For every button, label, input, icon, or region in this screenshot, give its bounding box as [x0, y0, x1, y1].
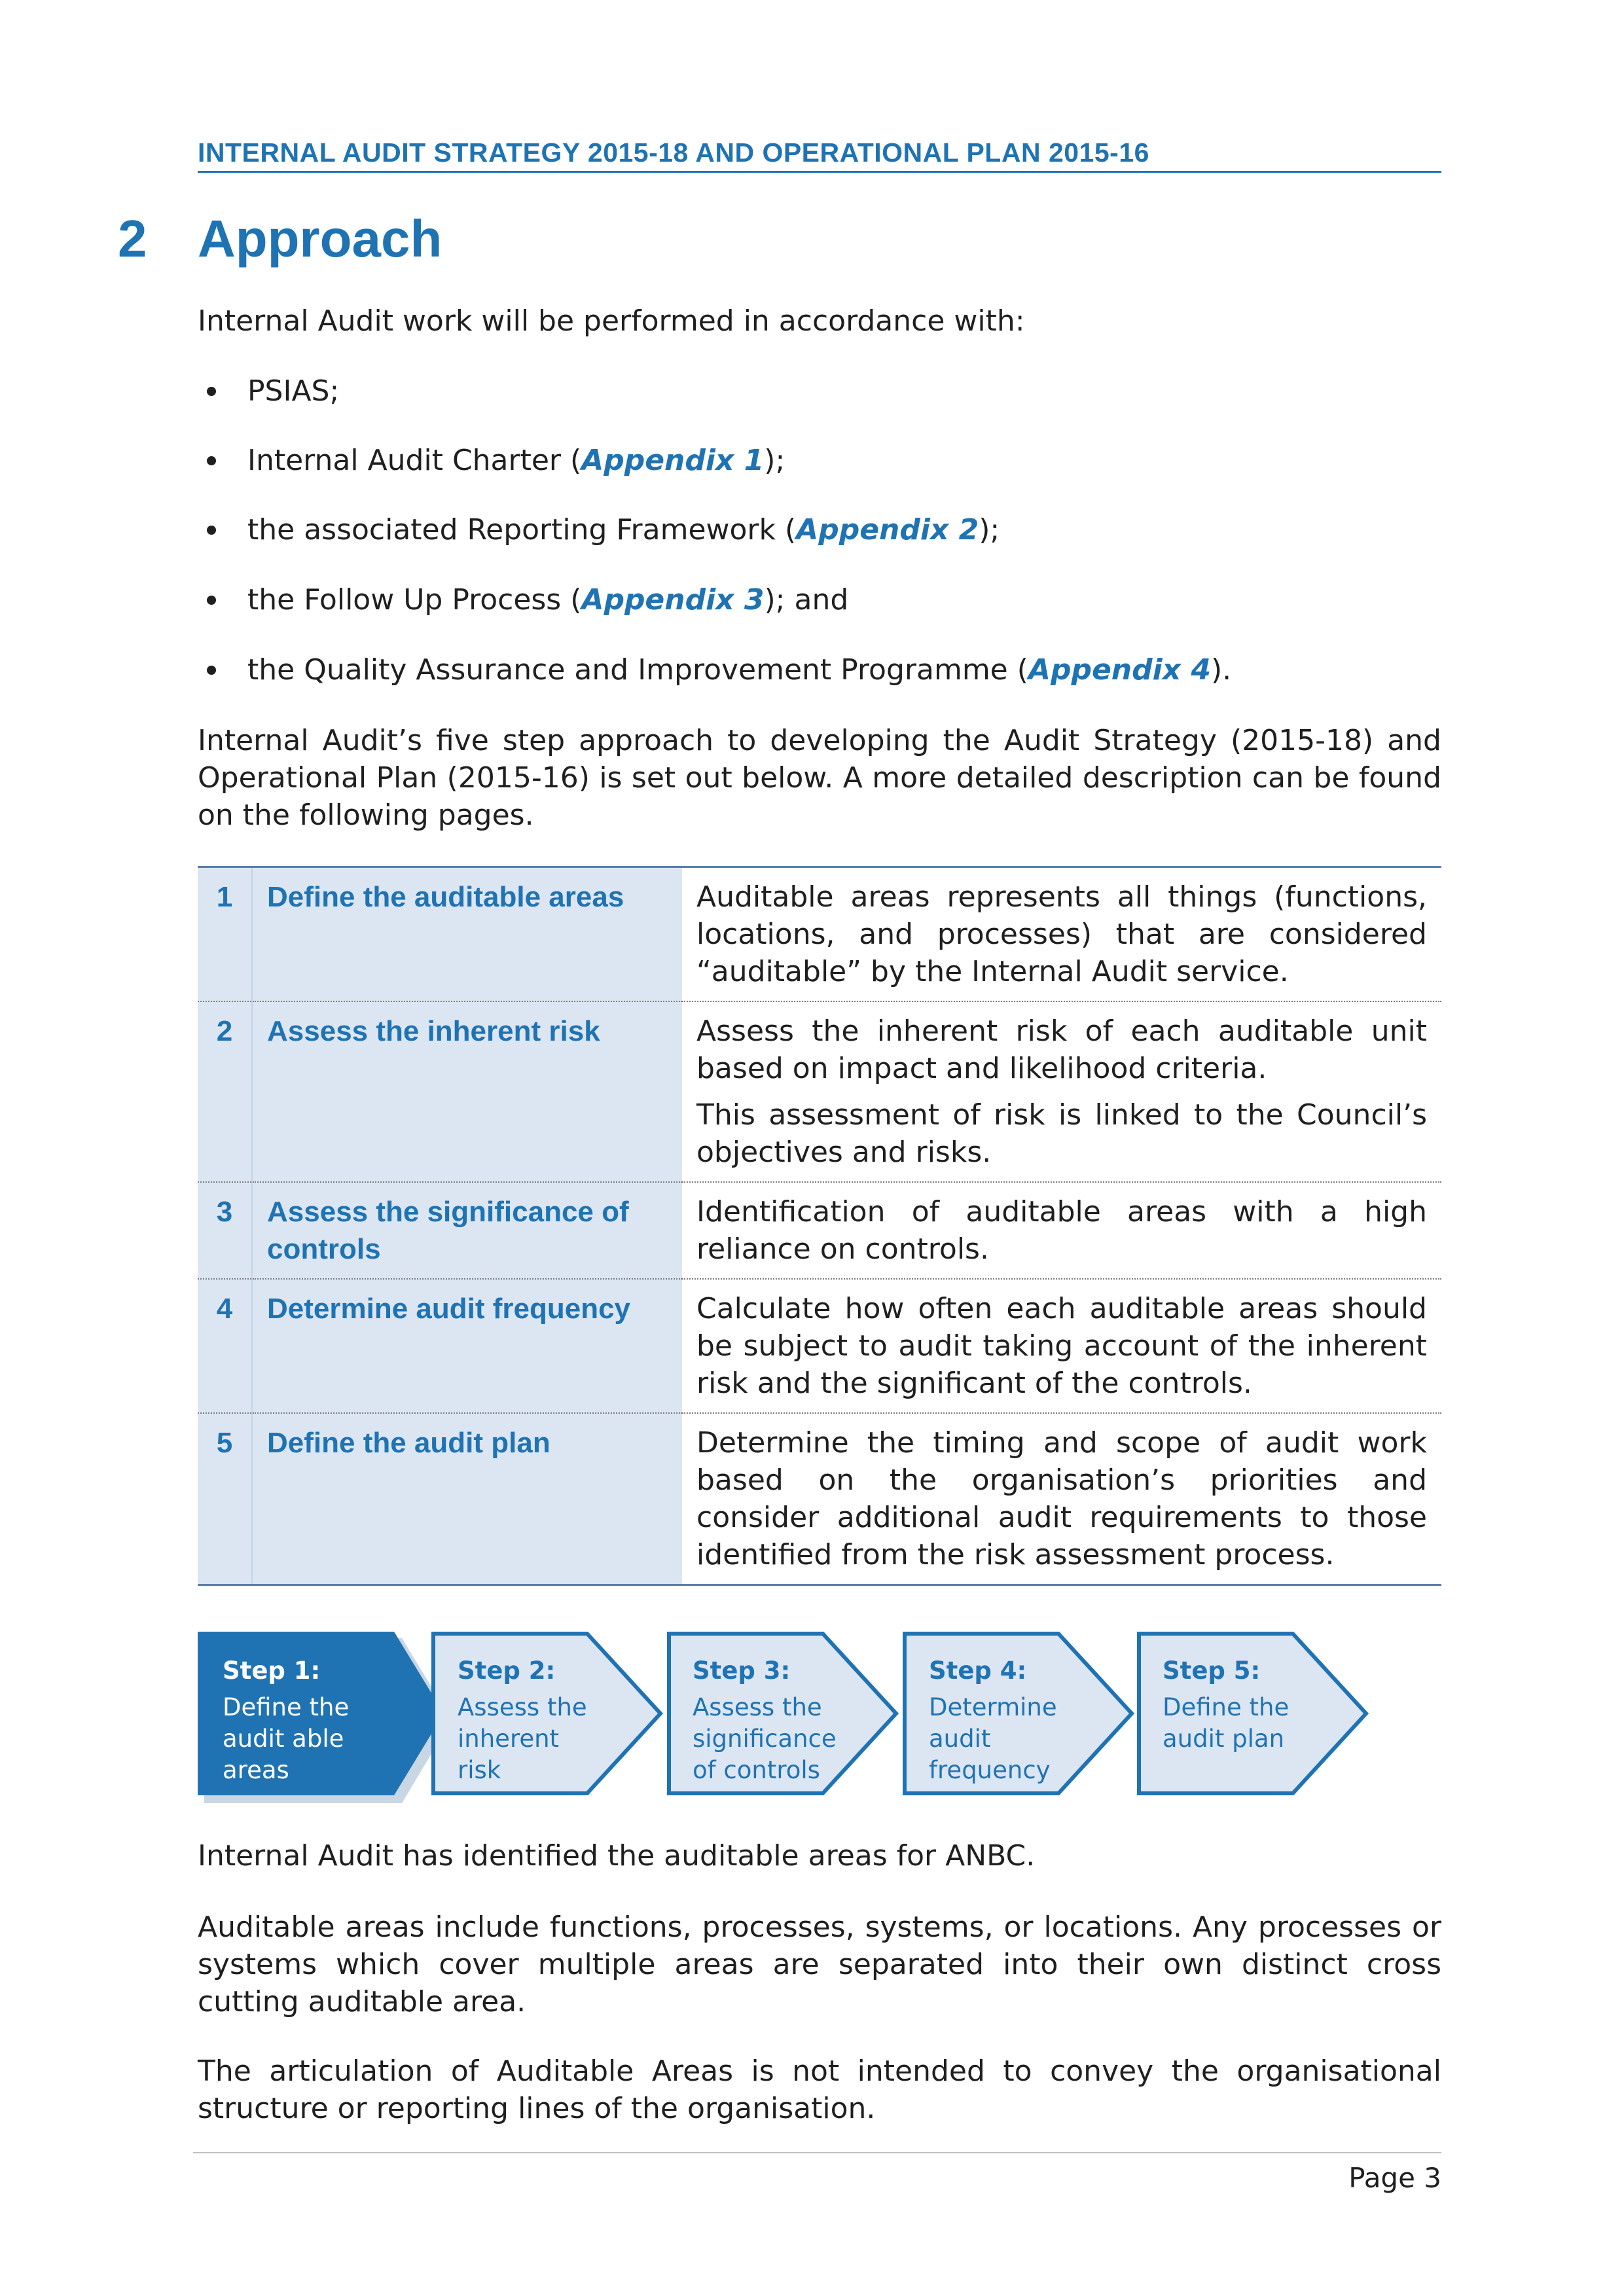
step-description: Identification of auditable areas with a…	[682, 1181, 1441, 1279]
step-1-chevron	[198, 1632, 444, 1795]
step-name: Determine audit frequency	[252, 1278, 682, 1413]
step-4-chevron	[903, 1632, 1135, 1795]
bullet-dot	[207, 526, 216, 535]
closing-paragraph: Auditable areas include functions, proce…	[198, 1910, 1441, 2018]
step-name: Assess the significance of controls	[252, 1181, 682, 1279]
step-5-chevron	[1137, 1632, 1369, 1795]
step-5-label: Step 5: Define the audit plan	[1163, 1657, 1290, 1753]
closing-paragraph: Internal Audit has identified the audita…	[198, 1839, 1036, 1873]
step-number: 5	[198, 1412, 253, 1585]
bullet-dot	[207, 596, 216, 605]
process-flow-shapes	[198, 1632, 1369, 1803]
bullet-dot	[207, 387, 216, 396]
table-row: 2 Assess the inherent risk Assess the in…	[198, 1001, 1441, 1182]
table-row: 4 Determine audit frequency Calculate ho…	[198, 1278, 1441, 1413]
bullet-item: Internal Audit Charter (Appendix 1);	[198, 441, 1441, 480]
step-2-chevron	[431, 1632, 664, 1795]
approach-paragraph: Internal Audit’s five step approach to d…	[198, 724, 1441, 832]
section-title: Approach	[198, 209, 442, 268]
footer-divider	[193, 2152, 1441, 2153]
running-header: INTERNAL AUDIT STRATEGY 2015-18 AND OPER…	[198, 134, 1441, 173]
appendix-link[interactable]: Appendix 3	[581, 583, 765, 617]
step-description: Assess the inherent risk of each auditab…	[682, 1001, 1441, 1182]
step-4-label: Step 4: Determine audit frequency	[929, 1657, 1057, 1784]
step-3-chevron	[667, 1632, 899, 1795]
table-row: 5 Define the audit plan Determine the ti…	[198, 1412, 1441, 1585]
step-1-label: Step 1: Define the audit able areas	[223, 1657, 350, 1784]
bullet-item: the Quality Assurance and Improvement Pr…	[198, 651, 1441, 690]
bullet-item: the Follow Up Process (Appendix 3); and	[198, 581, 1441, 620]
page-number: Page 3	[1348, 2162, 1441, 2194]
appendix-link[interactable]: Appendix 4	[1028, 653, 1212, 687]
step-name: Assess the inherent risk	[252, 1001, 682, 1182]
intro-paragraph: Internal Audit work will be performed in…	[198, 304, 1025, 338]
step-description: Auditable areas represents all things (f…	[682, 867, 1441, 1001]
step-description: Determine the timing and scope of audit …	[682, 1412, 1441, 1585]
appendix-link[interactable]: Appendix 1	[581, 444, 765, 477]
bullet-item: the associated Reporting Framework (Appe…	[198, 511, 1441, 550]
step-name: Define the auditable areas	[252, 867, 682, 1001]
step-number: 4	[198, 1278, 253, 1413]
bullet-dot	[207, 456, 216, 465]
table-row: 1 Define the auditable areas Auditable a…	[198, 867, 1441, 1001]
closing-paragraph: The articulation of Auditable Areas is n…	[198, 2054, 1441, 2125]
approach-steps-table: 1 Define the auditable areas Auditable a…	[198, 866, 1441, 1586]
section-number: 2	[118, 209, 147, 268]
step-description: Calculate how often each auditable areas…	[682, 1278, 1441, 1413]
step-number: 3	[198, 1181, 253, 1279]
step-3-label: Step 3: Assess the significance of contr…	[693, 1657, 837, 1784]
bullet-item: PSIAS;	[198, 372, 1441, 411]
step-name: Define the audit plan	[252, 1412, 682, 1585]
step-2-label: Step 2: Assess the inherent risk	[458, 1657, 587, 1784]
step-number: 1	[198, 867, 253, 1001]
table-row: 3 Assess the significance of controls Id…	[198, 1181, 1441, 1279]
step-number: 2	[198, 1001, 253, 1182]
process-flow: Step 1: Define the audit able areas Step…	[198, 1632, 1376, 1808]
bullet-dot	[207, 666, 216, 675]
appendix-link[interactable]: Appendix 2	[796, 513, 979, 547]
